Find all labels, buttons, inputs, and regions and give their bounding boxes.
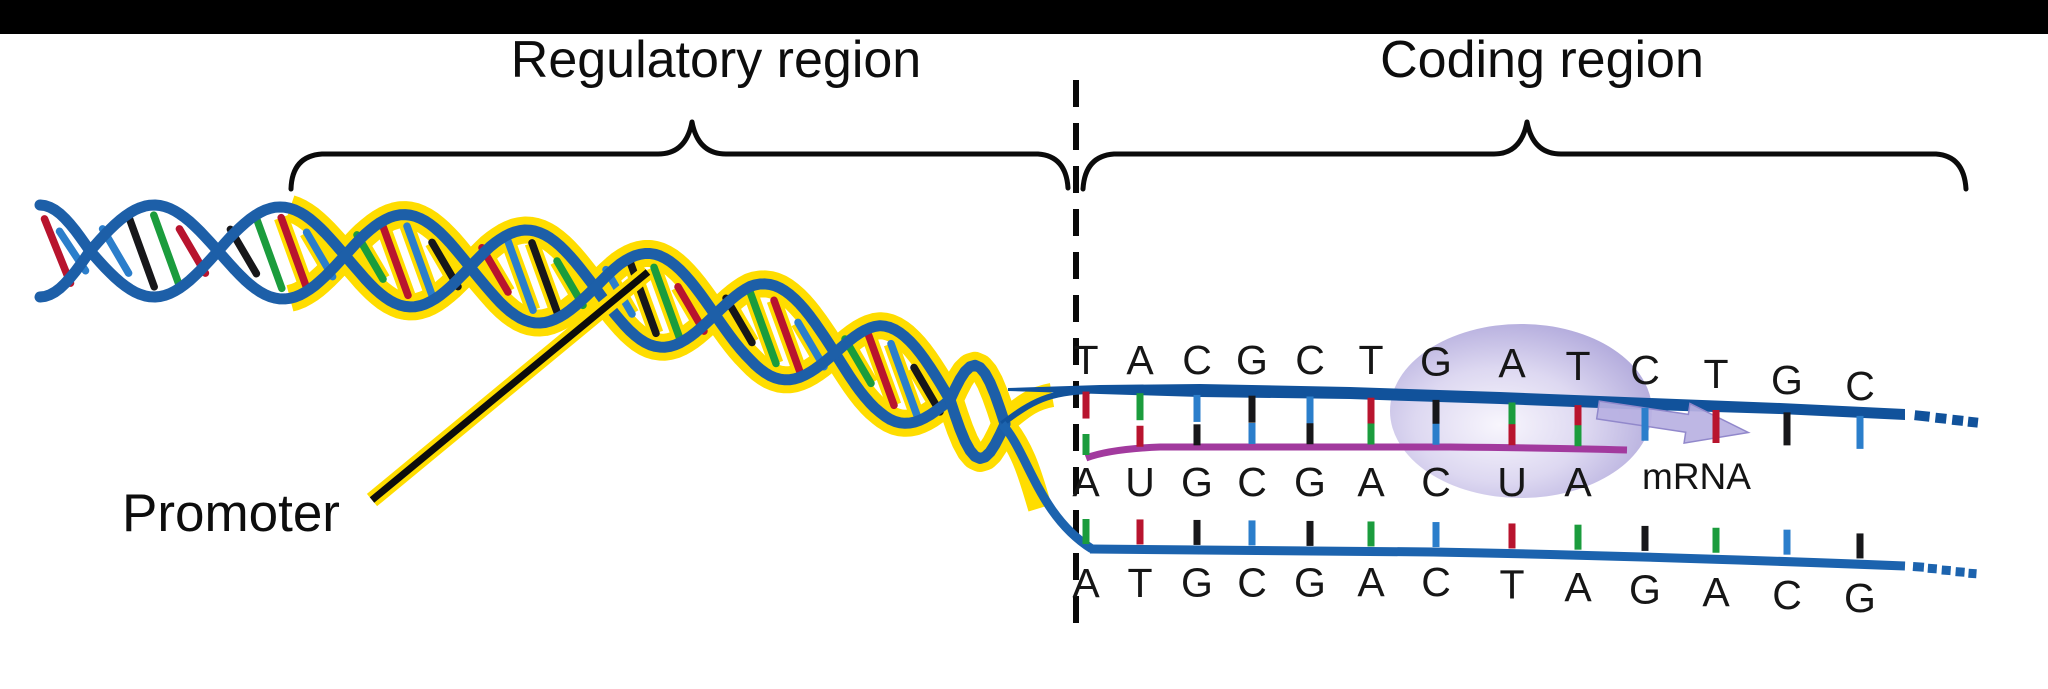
coding-region-label: Coding region <box>1380 31 1704 89</box>
coding-strand <box>1089 544 1906 571</box>
helix-rung <box>770 296 804 376</box>
regulatory-region-label: Regulatory region <box>511 31 921 89</box>
coding-region-brace <box>1080 119 1969 192</box>
template-base-letter: C <box>1182 337 1212 383</box>
coding-base-letter: C <box>1237 560 1267 606</box>
unwound-dna-region <box>1008 384 1979 579</box>
template-base-letter: A <box>1498 340 1526 386</box>
coding-base-letter: A <box>1072 560 1100 606</box>
template-base-letter: T <box>1073 337 1098 383</box>
template-base-letter: C <box>1630 347 1660 393</box>
top-black-bar <box>0 0 2048 34</box>
coding-base-letter: G <box>1294 559 1326 605</box>
template-base-letter: T <box>1703 351 1728 397</box>
coding-base-letter: G <box>1629 566 1661 612</box>
mrna-base-letter: G <box>1294 459 1326 505</box>
helix-rung <box>403 222 437 302</box>
coding-base-letter: A <box>1564 564 1592 610</box>
coding-strand-dash <box>1955 567 1965 577</box>
helix-rung <box>746 287 780 368</box>
mrna-base-letter: A <box>1357 459 1385 505</box>
helix-rung <box>40 215 75 287</box>
helix-strand-1 <box>34 199 1011 430</box>
mrna-strand <box>1084 443 1628 462</box>
mrna-base-letter: C <box>1237 459 1267 505</box>
template-base-letter: T <box>1358 337 1383 383</box>
mrna-base-letter: U <box>1497 459 1527 505</box>
template-base-letter: G <box>1236 337 1268 383</box>
coding-strand-connector <box>998 420 1095 553</box>
helix-rung <box>124 211 158 291</box>
helix-rung <box>887 339 921 420</box>
template-strand <box>1008 384 1905 420</box>
coding-strand-dash <box>1968 568 1977 579</box>
coding-base-letter: C <box>1772 572 1802 618</box>
template-base-letter: A <box>1126 337 1154 383</box>
template-base-letter: C <box>1845 363 1875 409</box>
promoter-pointer-line <box>369 269 651 503</box>
template-base-letter: G <box>1420 338 1452 384</box>
template-strand-dash <box>1914 410 1931 422</box>
template-base-letter: G <box>1771 357 1803 403</box>
coding-base-letter: C <box>1421 559 1451 605</box>
regulatory-region-brace <box>288 119 1071 192</box>
coding-base-letter: T <box>1499 562 1524 608</box>
helix-rung <box>277 213 311 294</box>
mrna-base-letter: C <box>1421 459 1451 505</box>
mrna-base-letter: G <box>1181 459 1213 505</box>
template-base-letter: T <box>1565 343 1590 389</box>
coding-strand-dash <box>1941 565 1952 576</box>
helix-rung <box>864 329 898 410</box>
mrna-base-letter: U <box>1125 459 1155 505</box>
template-strand-dash <box>1951 414 1964 426</box>
helix-rung <box>650 263 684 343</box>
coding-strand-dash <box>1927 563 1938 574</box>
helix-rung <box>252 212 286 293</box>
template-strand-dash <box>1934 412 1947 424</box>
promoter-label: Promoter <box>122 484 340 543</box>
dna-helix <box>34 195 1095 553</box>
coding-base-letter: T <box>1127 560 1152 606</box>
helix-rung <box>503 234 537 314</box>
template-base-letter: C <box>1295 337 1325 383</box>
template-strand-dash <box>1967 416 1979 428</box>
helix-rung <box>150 211 184 291</box>
rna-polymerase-ellipse <box>1390 324 1652 498</box>
mrna-label: mRNA <box>1642 456 1751 497</box>
coding-base-letter: A <box>1357 559 1385 605</box>
coding-base-letter: G <box>1181 560 1213 606</box>
mrna-base-letter: A <box>1072 459 1100 505</box>
helix-strand-2 <box>34 199 1011 464</box>
helix-rung <box>528 239 562 319</box>
coding-strand-dash <box>1912 562 1925 572</box>
helix-rung <box>378 219 412 300</box>
coding-base-letter: A <box>1702 569 1730 615</box>
coding-base-letter: G <box>1844 575 1876 621</box>
mrna-base-letter: A <box>1564 459 1592 505</box>
